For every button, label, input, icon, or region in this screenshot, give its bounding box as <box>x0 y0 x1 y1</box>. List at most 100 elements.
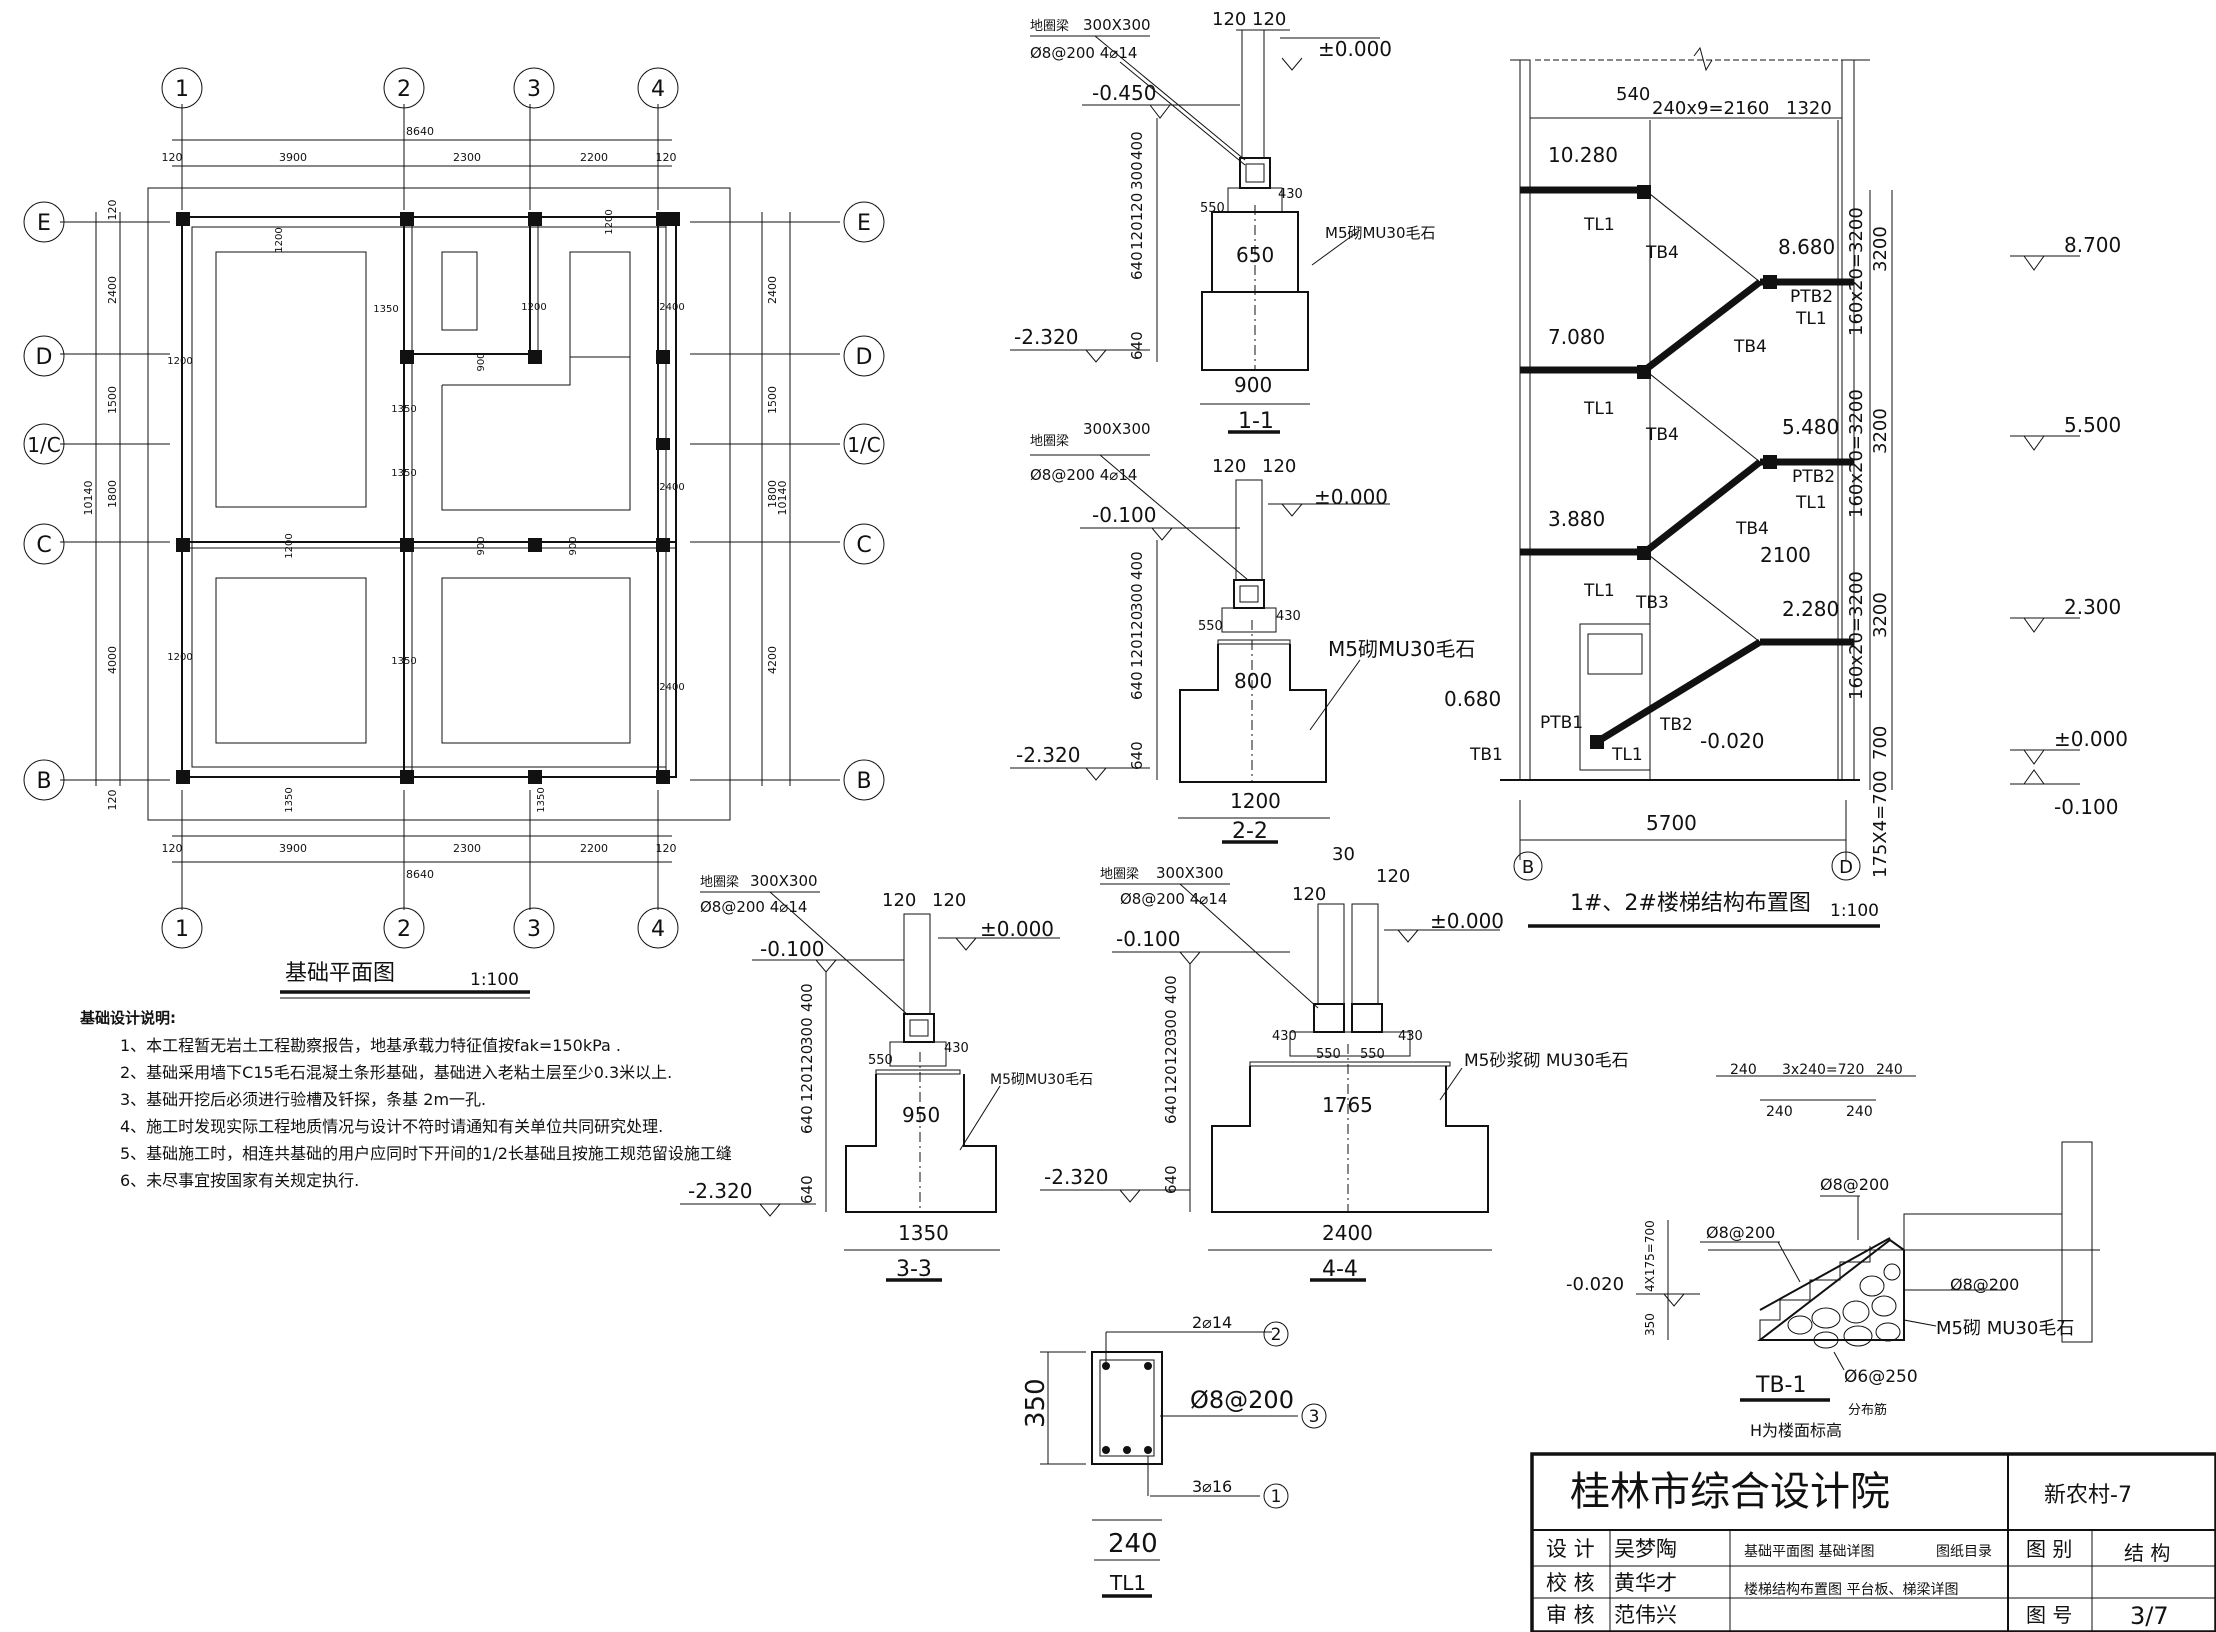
dim-text: 300 <box>798 1017 816 1046</box>
elev-bottom: -2.320 <box>1014 325 1078 349</box>
dim-text: 1200 <box>167 356 192 367</box>
note-item: 6、未尽事宜按国家有关规定执行. <box>120 1171 360 1190</box>
section-1-1: 地圈梁 300X300 Ø8@200 4⌀14 120 120 ±0.000 -… <box>1010 9 1436 434</box>
dim-text: 1800 <box>766 480 779 508</box>
axis-label: 1/C <box>847 433 880 457</box>
dim-text: 5700 <box>1646 811 1697 835</box>
stair-labels: TL1 TB4 PTB2 TL1 TB4 TL1 TB4 PTB2 TL1 TL… <box>1469 215 1835 765</box>
elev-top: ±0.000 <box>1430 909 1504 933</box>
dim-text: 2400 <box>659 682 684 693</box>
axis-label: 3 <box>527 917 541 942</box>
design-notes: 基础设计说明: 1、本工程暂无岩土工程勘察报告，地基承载力特征值按fak=150… <box>80 1005 732 1194</box>
dim-text: 120120 <box>798 1045 816 1102</box>
dim-text: 120 <box>882 890 916 911</box>
member-label: TL1 <box>1795 493 1827 513</box>
member-label: PTB2 <box>1790 287 1833 307</box>
dim-text: 300 <box>1128 161 1146 190</box>
number-label: 图 号 <box>2026 1603 2072 1627</box>
axis-label: 1/C <box>27 433 60 457</box>
section-3-3: 地圈梁 300X300 Ø8@200 4⌀14 120 120 ±0.000 -… <box>680 872 1093 1282</box>
dim-text: 120 <box>106 790 119 811</box>
stair-right-dims: 160x20=3200 3200 160x20=3200 3200 160x20… <box>1846 207 1891 878</box>
institute-name: 桂林市综合设计院 <box>1570 1469 1890 1515</box>
dim-text: 120 <box>1376 866 1410 887</box>
member-label: TB4 <box>1735 519 1769 539</box>
dim-text: 900 <box>476 352 487 371</box>
rebar-note: 分布筋 <box>1848 1402 1887 1418</box>
member-label: TL1 <box>1611 745 1643 765</box>
dim-text: 1350 <box>391 656 416 667</box>
dim-text: 430 <box>944 1041 969 1056</box>
dim-text: 1320 <box>1786 98 1832 119</box>
dim-text: 8640 <box>406 125 434 138</box>
stair-title: 1#、2#楼梯结构布置图 <box>1570 891 1811 916</box>
level-text: 8.680 <box>1778 235 1835 259</box>
level-text: -0.100 <box>2054 795 2118 819</box>
stair-scale: 1:100 <box>1830 901 1879 921</box>
note-item: 5、基础施工时，相连共基础的用户应同时下开间的1/2长基础且按施工规范留设施工缝 <box>120 1144 732 1163</box>
plan-dims: 8640 120 3900 2300 2200 120 120 3900 230… <box>82 125 789 881</box>
section-title: 1-1 <box>1238 409 1274 434</box>
dim-text: 550 <box>1360 1047 1385 1062</box>
section-2-2: 地圈梁 300X300 Ø8@200 4⌀14 120 120 ±0.000 -… <box>1010 420 1475 844</box>
dim-text: 4X175=700 <box>1643 1220 1657 1292</box>
dim-text: 2200 <box>580 151 608 164</box>
rebar-label: Ø8@200 <box>1820 1175 1889 1194</box>
level-text: 10.280 <box>1548 143 1618 167</box>
dim-text: 1350 <box>898 1221 949 1245</box>
dim-text: 640 <box>1128 741 1146 770</box>
plan-title: 基础平面图 <box>285 961 395 986</box>
member-label: TB4 <box>1733 337 1767 357</box>
dim-text: 1200 <box>521 302 546 313</box>
axis-label: 4 <box>651 77 665 102</box>
dim-text: 2300 <box>453 842 481 855</box>
section-title: 3-3 <box>896 1257 932 1282</box>
section-4-4: 地圈梁 300X300 Ø8@200 4⌀14 30 120 120 ±0.00… <box>1040 844 1629 1282</box>
contents-line: 图纸目录 <box>1936 1544 1992 1560</box>
dim-text: 2400 <box>106 276 119 304</box>
title-block: 桂林市综合设计院 新农村-7 设 计 校 核 审 核 吴梦陶 黄华才 范伟兴 基… <box>1530 1452 2216 1632</box>
level-text: ±0.000 <box>2054 727 2128 751</box>
dim-text: 640 <box>1128 251 1146 280</box>
rebar-label: Ø8@200 <box>1950 1275 2019 1294</box>
dim-text: 2300 <box>453 151 481 164</box>
dim-text: 400 <box>798 983 816 1012</box>
material-label: M5砂浆砌 MU30毛石 <box>1464 1051 1629 1071</box>
dim-text: 430 <box>1272 1029 1297 1044</box>
axis-label: B <box>856 769 871 794</box>
plan-scale: 1:100 <box>470 970 519 990</box>
member-label: TL1 <box>1795 309 1827 329</box>
axis-label: D <box>36 345 53 370</box>
dim-text: 4200 <box>766 646 779 674</box>
dim-text: 2200 <box>580 842 608 855</box>
member-label: TB2 <box>1659 715 1693 735</box>
dim-text: 8640 <box>406 868 434 881</box>
dim-text: 640 <box>798 1105 816 1134</box>
dim-text: 120 <box>1212 456 1246 477</box>
dim-text: 240 <box>1846 1104 1873 1120</box>
dim-text: 3200 <box>1870 226 1891 272</box>
dim-text: 640 <box>1162 1165 1180 1194</box>
level-text: 8.700 <box>2064 233 2121 257</box>
category-value: 结 构 <box>2124 1541 2170 1565</box>
member-label: TL1 <box>1583 581 1615 601</box>
dim-text: 4000 <box>106 646 119 674</box>
note-item: 1、本工程暂无岩土工程勘察报告，地基承载力特征值按fak=150kPa . <box>120 1036 622 1055</box>
dim-text: 1500 <box>766 386 779 414</box>
dim-text: 10140 <box>82 481 95 516</box>
dim-text: 30 <box>1332 844 1355 865</box>
dim-text: 120 <box>1252 9 1286 30</box>
note-item: 2、基础采用墙下C15毛石混凝土条形基础，基础进入老粘土层至少0.3米以上. <box>120 1063 673 1082</box>
dim-text: 1200 <box>284 533 295 558</box>
section-title: 2-2 <box>1232 819 1268 844</box>
dim-text: 120 <box>656 842 677 855</box>
member-label: PTB2 <box>1792 467 1835 487</box>
elev-beam: -0.100 <box>1116 927 1180 951</box>
dim-text: 2400 <box>659 302 684 313</box>
dim-text: 120 <box>932 890 966 911</box>
dim-text: 2100 <box>1760 543 1811 567</box>
dim-text: 240x9=2160 <box>1652 98 1769 119</box>
dim-text: 650 <box>1236 243 1274 267</box>
rebar-label: Ø8@200 4⌀14 <box>1030 44 1137 62</box>
